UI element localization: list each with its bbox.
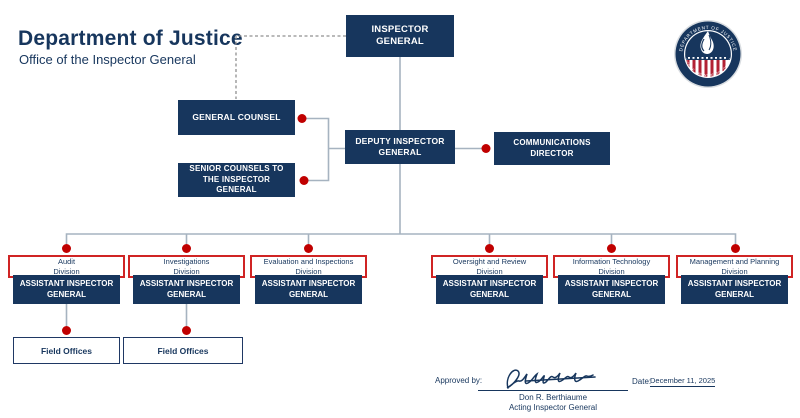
approved-by-label: Approved by: [435,376,483,385]
division-group-4: Oversight and Review Division ASSISTANT … [431,255,548,365]
division-name: Investigations Division [164,257,210,276]
signature-line [478,390,628,391]
field-offices-box-2: Field Offices [123,337,243,364]
date-label: Date: [632,377,652,386]
division-name-line2: Division [173,266,200,276]
division-group-3: Evaluation and Inspections Division ASSI… [250,255,367,365]
assistant-inspector-general-box: ASSISTANT INSPECTOR GENERAL [133,275,240,304]
connector-dot-field-1 [62,326,71,335]
division-name-line2: Division [721,266,748,276]
signature-image [506,369,596,389]
division-group-6: Management and Planning Division ASSISTA… [676,255,793,365]
division-name-box: Oversight and Review Division [431,255,548,278]
division-name-line1: Audit [57,257,76,267]
connector-line-dashed-ig-gc [235,35,346,99]
assistant-inspector-general-box: ASSISTANT INSPECTOR GENERAL [255,275,362,304]
assistant-inspector-general-box: ASSISTANT INSPECTOR GENERAL [436,275,543,304]
connector-dot-field-2 [182,326,191,335]
connector-dot-division-5 [607,244,616,253]
division-group-1: Audit Division ASSISTANT INSPECTOR GENER… [8,255,125,365]
connector-dot-general-counsel [297,114,307,123]
page-title: Department of Justice [18,27,243,50]
deputy-inspector-general-box: DEPUTY INSPECTOR GENERAL [345,130,455,164]
date-value: December 11, 2025 [650,376,716,387]
field-offices-box-1: Field Offices [13,337,120,364]
division-name-line1: Investigations [163,257,210,267]
connector-dot-division-1 [62,244,71,253]
division-group-5: Information Technology Division ASSISTAN… [553,255,670,365]
division-name-line2: Division [53,266,80,276]
division-name-line2: Division [295,266,322,276]
division-name: Information Technology Division [573,257,650,276]
connector-dot-communications [481,144,491,153]
division-name-line1: Evaluation and Inspections [263,257,354,267]
seal-flame-icon [700,31,714,54]
signer-name: Don R. Berthiaume [518,393,588,402]
division-name: Oversight and Review Division [453,257,526,276]
division-name-line1: Information Technology [572,257,651,267]
communications-director-box: COMMUNICATIONS DIRECTOR [494,132,610,165]
signer-title: Acting Inspector General [508,403,598,412]
connector-line-counsel-bracket [306,117,330,182]
division-name-line2: Division [476,266,503,276]
division-name-line1: Oversight and Review [452,257,527,267]
general-counsel-box: GENERAL COUNSEL [178,100,295,135]
division-group-2: Investigations Division ASSISTANT INSPEC… [123,255,245,365]
connector-rail-divisions [65,233,737,244]
connector-dot-division-3 [304,244,313,253]
connector-dot-division-6 [731,244,740,253]
connector-dot-senior-counsels [299,176,309,185]
assistant-inspector-general-box: ASSISTANT INSPECTOR GENERAL [13,275,120,304]
division-name: Audit Division [53,257,79,276]
senior-counsels-box: SENIOR COUNSELS TO THE INSPECTOR GENERAL [178,163,295,197]
division-name: Evaluation and Inspections Division [264,257,354,276]
division-name: Management and Planning Division [690,257,780,276]
page-subtitle: Office of the Inspector General [19,52,196,67]
assistant-inspector-general-box: ASSISTANT INSPECTOR GENERAL [558,275,665,304]
division-name-line1: Management and Planning [689,257,780,267]
connector-dot-division-4 [485,244,494,253]
seal-chief-checks [688,57,726,59]
inspector-general-box: INSPECTOR GENERAL [346,15,454,57]
doj-oig-seal: DEPARTMENT OF JUSTICE OFFICE OF THE INSP… [673,19,742,88]
connector-dot-division-2 [182,244,191,253]
division-name-line2: Division [598,266,625,276]
assistant-inspector-general-box: ASSISTANT INSPECTOR GENERAL [681,275,788,304]
